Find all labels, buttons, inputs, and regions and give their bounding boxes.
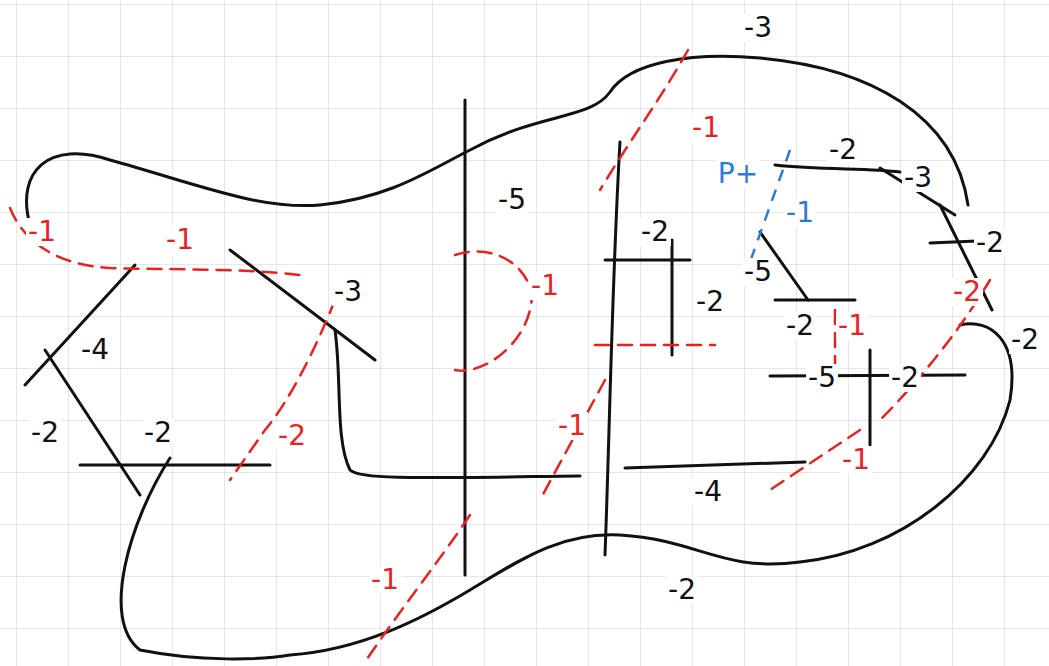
self-intersection-number: -1 — [369, 566, 401, 594]
black-curves — [25, 56, 1012, 659]
self-intersection-number: -1 — [26, 218, 58, 246]
self-intersection-number: -3 — [742, 14, 774, 42]
self-intersection-number: -3 — [332, 278, 364, 306]
self-intersection-number: -1 — [784, 199, 816, 227]
self-intersection-number: -2 — [784, 312, 816, 340]
red-dashed-curves — [10, 50, 990, 662]
self-intersection-number: -2 — [666, 576, 698, 604]
self-intersection-number: -2 — [29, 419, 61, 447]
self-intersection-number: -2 — [951, 278, 983, 306]
self-intersection-number: -2 — [639, 218, 671, 246]
self-intersection-number: -4 — [692, 478, 724, 506]
self-intersection-number: -5 — [742, 258, 774, 286]
self-intersection-number: -1 — [556, 412, 588, 440]
self-intersection-number: -1 — [690, 114, 722, 142]
self-intersection-number: -2 — [827, 136, 859, 164]
self-intersection-number: -2 — [694, 288, 726, 316]
self-intersection-number: -2 — [276, 422, 308, 450]
self-intersection-number: -3 — [902, 164, 934, 192]
self-intersection-number: P+ — [716, 160, 760, 188]
self-intersection-number: -4 — [79, 336, 111, 364]
self-intersection-number: -2 — [142, 419, 174, 447]
self-intersection-number: -1 — [164, 226, 196, 254]
self-intersection-number: -1 — [529, 272, 561, 300]
self-intersection-number: -2 — [1009, 326, 1041, 354]
self-intersection-number: -2 — [974, 229, 1006, 257]
self-intersection-number: -2 — [889, 364, 921, 392]
self-intersection-number: -1 — [836, 312, 868, 340]
self-intersection-number: -1 — [840, 446, 872, 474]
self-intersection-number: -5 — [496, 186, 528, 214]
self-intersection-number: -5 — [806, 364, 838, 392]
